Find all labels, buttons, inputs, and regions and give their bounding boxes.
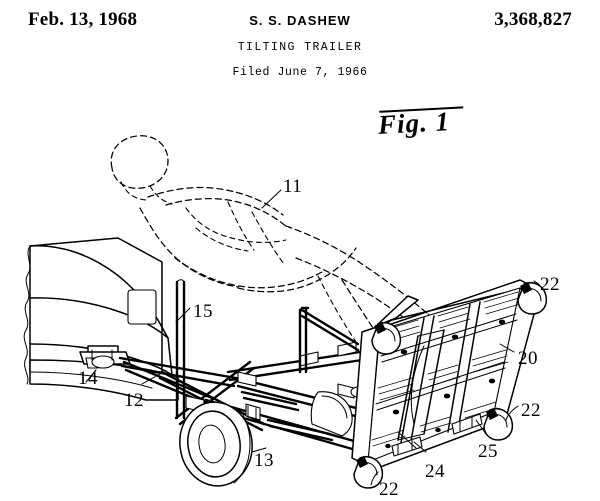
inventor-name: S. S. DASHEW: [249, 13, 351, 28]
ref-numeral-15: 15: [193, 301, 213, 322]
invention-title: TILTING TRAILER: [237, 41, 363, 54]
ref-numeral-25: 25: [478, 441, 498, 462]
bed-leader-line: [499, 343, 515, 353]
roller-bottom-right: [483, 408, 514, 441]
roller-mid-left: [371, 322, 402, 355]
ref-numeral-13: 13: [254, 450, 274, 471]
patent-number: 3,368,827: [494, 9, 572, 30]
ref-numeral-22-bottom-left: 22: [379, 479, 399, 500]
ref-numeral-24: 24: [425, 461, 445, 482]
roller-bottom-left: [353, 456, 384, 489]
roller-top-right: [517, 282, 548, 315]
roller-leader-lines: [370, 280, 546, 486]
upright-post: [175, 279, 360, 420]
ref-numeral-22-top-right: 22: [540, 274, 560, 295]
ref-numeral-20: 20: [518, 348, 538, 369]
road-wheel-far: [310, 383, 366, 437]
bed-cross-member: [391, 431, 427, 457]
tilting-bed: [351, 279, 541, 471]
ref-numeral-22-bottom-right: 22: [521, 400, 541, 421]
ref-numeral-14: 14: [78, 368, 98, 389]
side-rail-stop: [451, 413, 487, 435]
ref-numeral-11: 11: [283, 176, 303, 197]
ref-numeral-12: 12: [124, 390, 144, 411]
filing-date: Filed June 7, 1966: [232, 66, 368, 79]
road-wheel-near: [179, 401, 267, 487]
issue-date: Feb. 13, 1968: [28, 9, 138, 30]
hitch-coupling: [79, 345, 131, 383]
